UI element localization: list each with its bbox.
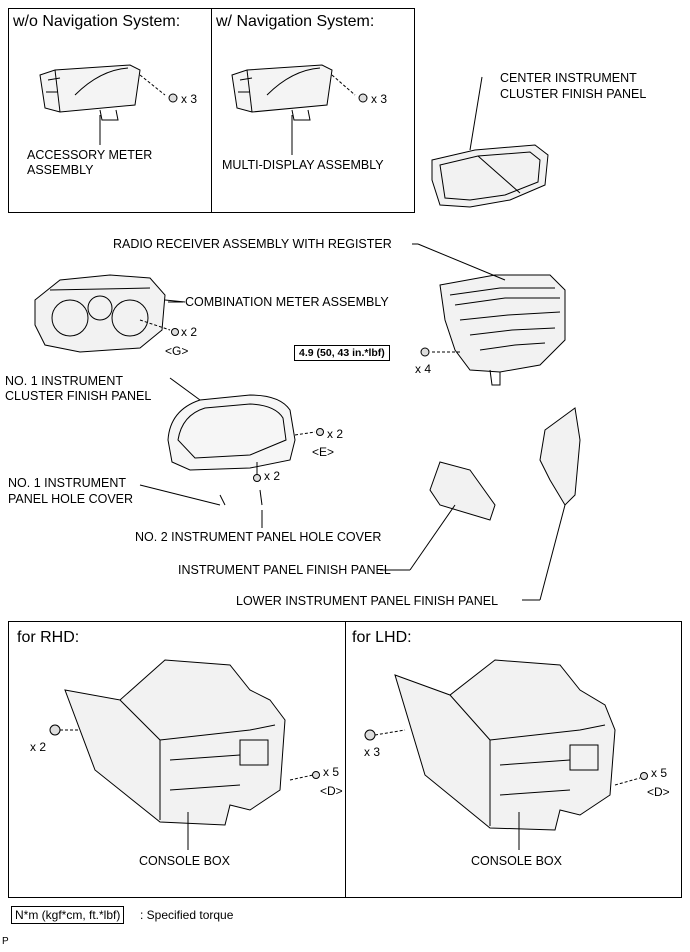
instrument-finish-label: INSTRUMENT PANEL FINISH PANEL [178,563,391,577]
accessory-meter-drawing [39,64,178,145]
combination-meter-ref: <G> [165,344,189,358]
rhd-right-qty: x 5 [323,765,340,779]
rhd-left-qty: x 2 [30,740,47,754]
combination-meter-label: COMBINATION METER ASSEMBLY [185,295,389,309]
panel-lhd [345,621,682,898]
multi-display-qty: x 3 [371,92,388,106]
combination-meter-qty: x 2 [181,325,198,339]
lower-finish-panel-drawing [539,407,581,601]
accessory-meter-label-line1: ACCESSORY METER [27,148,153,162]
center-cluster-panel-drawing [431,76,549,208]
lhd-console-drawing [364,659,648,850]
lhd-console-label: CONSOLE BOX [471,854,562,868]
instrument-finish-panel-drawing [409,461,496,571]
cluster-bottom-qty: x 2 [264,469,281,483]
panel-without-navigation [8,8,212,213]
rhd-header: for RHD: [17,629,80,646]
rhd-console-label: CONSOLE BOX [139,854,230,868]
combination-meter-drawing [34,274,186,353]
no1-cluster-label-line2: CLUSTER FINISH PANEL [5,389,152,403]
legend-torque-box: N*m (kgf*cm, ft.*lbf) [11,906,125,924]
center-cluster-label-line2: CLUSTER FINISH PANEL [500,87,647,101]
lhd-ref: <D> [647,785,670,799]
no1-cluster-panel-drawing [139,377,324,528]
legend-torque-text: : Specified torque [140,908,234,922]
torque-value-box: 4.9 (50, 43 in.*lbf) [294,345,390,361]
rhd-ref: <D> [320,784,343,798]
rhd-console-drawing [49,659,320,850]
multi-display-label: MULTI-DISPLAY ASSEMBLY [222,158,384,172]
panel-with-navigation [211,8,415,213]
accessory-meter-label-line2: ASSEMBLY [27,163,94,177]
without-navigation-header: w/o Navigation System: [13,13,181,30]
radio-qty: x 4 [415,362,432,376]
no2-hole-cover-label: NO. 2 INSTRUMENT PANEL HOLE COVER [135,530,382,544]
radio-receiver-label: RADIO RECEIVER ASSEMBLY WITH REGISTER [113,237,392,251]
center-cluster-label-line1: CENTER INSTRUMENT [500,71,637,85]
lhd-header: for LHD: [352,629,412,646]
corner-mark: P [2,936,9,947]
no1-cluster-label-line1: NO. 1 INSTRUMENT [5,374,124,388]
radio-receiver-drawing [417,243,566,386]
cluster-right-qty: x 2 [327,427,344,441]
no1-hole-cover-label-line1: NO. 1 INSTRUMENT [8,476,127,490]
lhd-right-qty: x 5 [651,766,668,780]
no1-hole-cover-label-line2: PANEL HOLE COVER [8,492,134,506]
accessory-meter-qty: x 3 [181,92,198,106]
lower-finish-label: LOWER INSTRUMENT PANEL FINISH PANEL [236,594,499,608]
multi-display-drawing [231,64,368,155]
cluster-right-ref: <E> [312,445,335,459]
with-navigation-header: w/ Navigation System: [216,13,375,30]
lhd-left-qty: x 3 [364,745,381,759]
